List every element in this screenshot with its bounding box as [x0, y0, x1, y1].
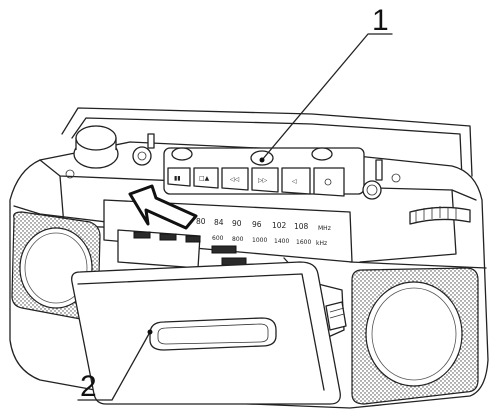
- function-selector[interactable]: [132, 146, 152, 166]
- insert-arrow: [128, 184, 198, 230]
- pause-icon: ▮▮: [174, 175, 181, 182]
- built-in-mic: [362, 173, 401, 200]
- fm-unit: MHz: [318, 225, 331, 232]
- am-tick-1000: 1000: [252, 237, 267, 244]
- fm-tick-90: 90: [232, 219, 242, 228]
- fm-tick-96: 96: [252, 220, 262, 229]
- am-scale: 600 800 1000 1400 1600 kHz: [212, 235, 327, 247]
- cassette-door[interactable]: [71, 261, 347, 405]
- record-icon: [324, 178, 332, 186]
- play-button[interactable]: ◁: [281, 167, 311, 195]
- fm-tick-84: 84: [214, 218, 224, 227]
- callout-1: 1: [259, 4, 393, 163]
- pause-button[interactable]: ▮▮: [167, 167, 191, 187]
- band-switch[interactable]: [171, 147, 193, 161]
- am-tick-600: 600: [212, 235, 224, 242]
- callout-1-number: 1: [372, 4, 389, 37]
- callout-2: 2: [77, 329, 153, 403]
- volume-knob[interactable]: [65, 125, 119, 179]
- fm-scale: 80 84 90 96 102 108 MHz: [196, 217, 331, 232]
- door-window: [149, 317, 277, 351]
- fm-tick-108: 108: [294, 222, 309, 231]
- stop-eject-icon: □▲: [199, 175, 210, 182]
- door-hinge: [325, 301, 347, 331]
- rewind-icon: ◁◁: [230, 176, 240, 183]
- fm-tick-80: 80: [196, 217, 206, 226]
- am-tick-1400: 1400: [274, 238, 289, 245]
- carry-handle: [61, 107, 473, 179]
- right-speaker-grille: [351, 267, 479, 405]
- rewind-button[interactable]: ◁◁: [221, 167, 249, 191]
- antenna-base: [147, 133, 383, 181]
- fast-forward-button[interactable]: ▷▷: [251, 167, 279, 193]
- am-tick-1600: 1600: [296, 239, 311, 246]
- play-icon: ◁: [292, 178, 297, 185]
- callout-2-number: 2: [80, 370, 97, 403]
- fm-tick-102: 102: [272, 221, 287, 230]
- cassette-buttons[interactable]: ▮▮ □▲ ◁◁ ▷▷ ◁: [163, 147, 365, 197]
- record-button[interactable]: [313, 167, 345, 197]
- stop-eject-button[interactable]: □▲: [193, 167, 219, 189]
- am-tick-800: 800: [232, 236, 244, 243]
- speed-switch[interactable]: [311, 147, 333, 161]
- am-unit: kHz: [316, 240, 327, 247]
- fast-forward-icon: ▷▷: [258, 177, 268, 184]
- tuning-dial[interactable]: [409, 206, 471, 225]
